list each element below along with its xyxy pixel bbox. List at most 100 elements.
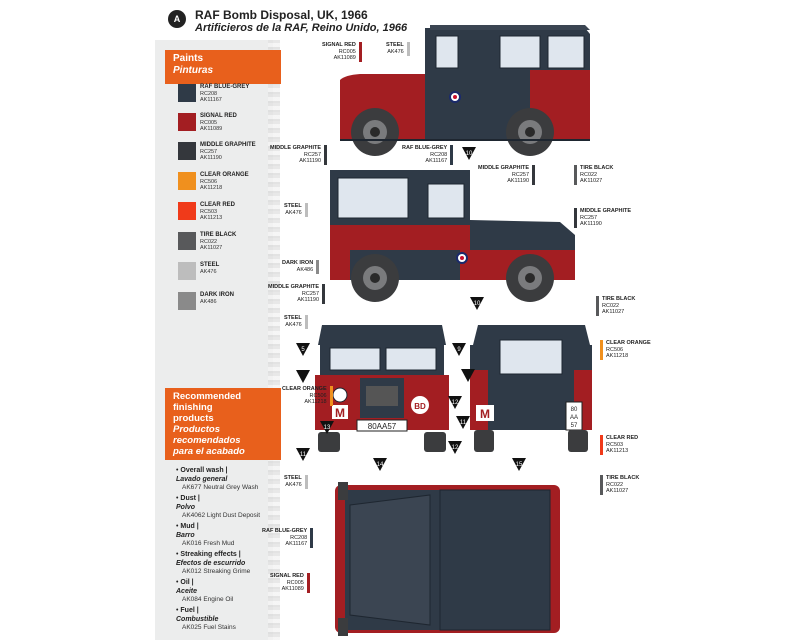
finishing-item: • Dust |	[176, 495, 200, 502]
callout-color-bar	[359, 42, 362, 62]
paint-code: RC503	[200, 209, 218, 215]
callout-color-bar	[450, 145, 453, 165]
paint-code: AK11089	[200, 126, 223, 132]
svg-text:12: 12	[452, 445, 459, 451]
paint-swatch	[178, 202, 196, 220]
callout-color-bar	[305, 203, 308, 217]
paint-code: RC208	[200, 91, 218, 97]
paint-code: AK11190	[200, 155, 222, 161]
paint-code: AK476	[200, 269, 217, 275]
scheme-badge: A	[168, 10, 186, 28]
side-view-right	[330, 170, 575, 302]
paints-subtitle: Pinturas	[173, 65, 214, 76]
side-view-left	[340, 25, 590, 156]
finishing-item-es: Efectos de escurrido	[176, 560, 246, 567]
finishing-item: • Overall wash |	[176, 467, 228, 474]
paint-swatch	[178, 113, 196, 131]
paint-code: AK11218	[200, 185, 223, 191]
callout-color-bar	[316, 260, 319, 274]
callout-color-bar	[324, 145, 327, 165]
paint-code: AK11167	[200, 97, 222, 103]
finishing-product: AK025 Fuel Stains	[182, 624, 236, 631]
finishing-product: AK012 Streaking Grime	[182, 568, 251, 575]
callout-color-bar	[600, 475, 603, 495]
callout-color-bar	[574, 208, 577, 228]
rear-view: M 80 AA 57	[470, 325, 592, 452]
top-view	[335, 482, 560, 636]
callout-color-bar	[532, 165, 535, 185]
paint-name: RAF BLUE-GREY	[200, 84, 250, 90]
rear-plate-3: 57	[571, 423, 578, 429]
finishing-sub-2: recomendados	[173, 435, 241, 446]
callout-color-bar	[310, 528, 313, 548]
finishing-title-1: Recommended	[173, 391, 242, 402]
paint-code: AK11213	[200, 215, 223, 221]
paint-code: RC005	[200, 120, 218, 126]
paint-name: SIGNAL RED	[200, 113, 237, 119]
scheme-subtitle: Artificieros de la RAF, Reino Unido, 196…	[195, 22, 408, 34]
svg-text:10: 10	[474, 301, 481, 307]
callout-color-bar	[322, 284, 325, 304]
callout-color-bar	[407, 42, 410, 56]
paint-code: AK11027	[200, 245, 223, 251]
front-bd-badge: BD	[414, 402, 426, 411]
paint-name: MIDDLE GRAPHITE	[200, 142, 256, 148]
finishing-item-es: Combustible	[176, 616, 219, 623]
finishing-product: AK084 Engine Oil	[182, 596, 234, 603]
paint-code: RC506	[200, 179, 218, 185]
finishing-item: • Mud |	[176, 523, 199, 530]
paints-title: Paints	[173, 53, 204, 64]
front-plate: 80AA57	[368, 422, 397, 431]
front-view: M BD 80AA57	[315, 325, 449, 452]
finishing-item: • Fuel |	[176, 607, 199, 614]
callout-color-bar	[596, 296, 599, 316]
paint-name: TIRE BLACK	[200, 232, 237, 238]
paint-code: AK486	[200, 299, 217, 305]
finishing-item: • Streaking effects |	[176, 551, 241, 558]
paints-header: Paints Pinturas	[165, 50, 281, 84]
svg-text:5: 5	[301, 347, 305, 353]
finishing-item-es: Aceite	[176, 588, 198, 595]
brush-edge-decoration	[268, 40, 280, 640]
callout-color-bar	[600, 435, 603, 455]
callout-color-bar	[307, 573, 310, 593]
rear-plate-2: AA	[570, 415, 578, 421]
finishing-product: AK4062 Light Dust Deposit	[182, 512, 261, 519]
scheme-title: RAF Bomb Disposal, UK, 1966	[195, 8, 368, 22]
rear-plate-1: 80	[571, 407, 578, 413]
svg-text:9: 9	[457, 347, 461, 353]
paint-name: DARK IRON	[200, 292, 234, 298]
svg-text:11: 11	[300, 452, 307, 458]
svg-text:13: 13	[324, 425, 331, 431]
finishing-item-es: Barro	[176, 532, 195, 539]
rear-marking-m: M	[480, 407, 490, 421]
finishing-item: • Oil |	[176, 579, 194, 586]
paint-name: CLEAR RED	[200, 202, 236, 208]
paint-name: STEEL	[200, 262, 220, 268]
finishing-product: AK016 Fresh Mud	[182, 540, 235, 547]
callout-color-bar	[600, 340, 603, 360]
svg-text:10: 10	[466, 151, 473, 157]
svg-text:15: 15	[516, 462, 523, 468]
callout-color-bar	[305, 475, 308, 489]
paint-swatch	[178, 292, 196, 310]
paint-swatch	[178, 232, 196, 250]
paint-swatch	[178, 84, 196, 102]
paint-code: RC257	[200, 149, 218, 155]
finishing-sub-3: para el acabado	[173, 446, 245, 457]
finishing-sub-1: Productos	[173, 424, 220, 435]
paint-swatch	[178, 172, 196, 190]
